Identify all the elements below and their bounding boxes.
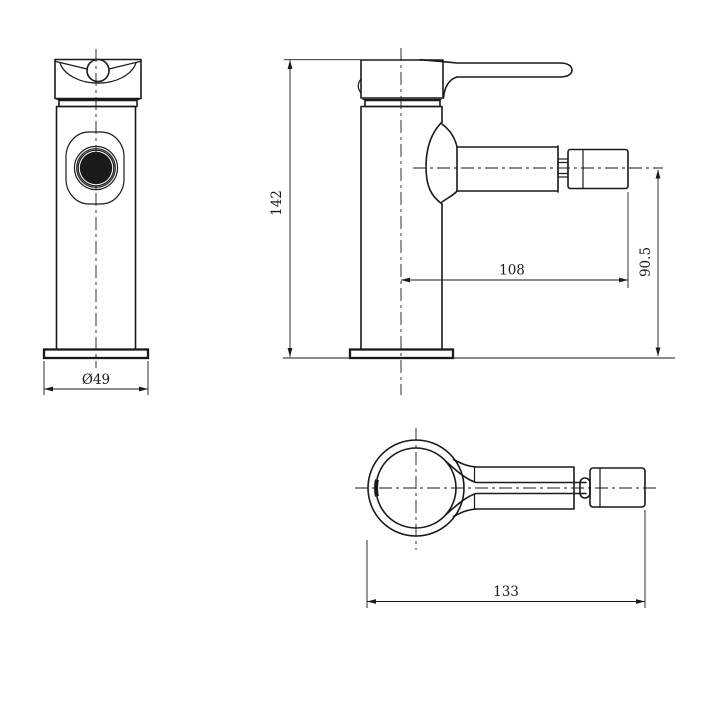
side-lever-handle: [419, 58, 573, 99]
dimension-spout-height: 90.5: [638, 169, 661, 357]
dimension-base-diameter: Ø49: [43, 361, 149, 395]
spout-cylinder: [456, 145, 559, 193]
dim-spout-height-label: 90.5: [638, 247, 654, 277]
top-index-mark: [374, 479, 379, 497]
spout-bell-arc: [425, 121, 443, 205]
spout-neck-grooves: [557, 161, 569, 175]
top-lever-shaft: [445, 460, 587, 516]
spout-bell-fillets: [441, 123, 458, 203]
dimension-reach: 108: [401, 192, 629, 288]
side-body-column: [360, 105, 443, 351]
dimension-overall-length: 133: [366, 510, 646, 608]
dim-142-arrow-bottom: [287, 348, 293, 357]
front-handle-cap: [54, 58, 142, 100]
front-aerator-ring-mid: [76, 148, 116, 188]
dim-133-extension-lines: [366, 510, 646, 608]
top-view: 133: [355, 428, 656, 608]
dim-108-arrow-right: [619, 277, 628, 283]
front-aerator-ring-inner: [77, 149, 115, 187]
front-cap-detail-lines: [55, 60, 141, 70]
side-collar: [364, 99, 441, 108]
top-end-cap: [589, 467, 646, 508]
side-view: 142 108 90.5: [269, 48, 675, 395]
dim-dia-arrow-left: [44, 386, 53, 392]
side-cap-button: [357, 78, 362, 94]
dim-height-label: 142: [269, 190, 285, 216]
dim-reach-label: 108: [499, 263, 525, 279]
top-body-outer-circle: [367, 439, 465, 537]
side-base-plate: [348, 348, 455, 360]
dim-overall-length-label: 133: [493, 584, 519, 600]
dim-dia-arrow-right: [139, 386, 148, 392]
side-handle-cap: [360, 59, 444, 99]
dim-108-arrow-left: [401, 277, 410, 283]
side-aerator-tip: [567, 148, 629, 190]
front-base-plate: [42, 348, 150, 360]
dim-133-arrow-left: [367, 599, 376, 604]
dim-905-arrow-bottom: [655, 347, 661, 357]
dim-142-arrow-top: [287, 60, 293, 69]
dim-905-arrow-top: [655, 169, 661, 179]
dimension-height: 142: [269, 59, 361, 357]
front-spout-panel: [65, 131, 125, 205]
front-handle-knob: [86, 58, 110, 83]
dim-base-diameter-label: Ø49: [82, 372, 110, 388]
top-lever-body: [452, 458, 575, 518]
dim-133-arrow-right: [636, 599, 645, 604]
front-collar: [58, 99, 138, 108]
front-aerator-ring-outer: [73, 145, 119, 191]
front-aerator-outlet: [79, 151, 113, 185]
front-cap-bowl-arc: [59, 62, 137, 84]
front-view: Ø49: [42, 49, 150, 395]
